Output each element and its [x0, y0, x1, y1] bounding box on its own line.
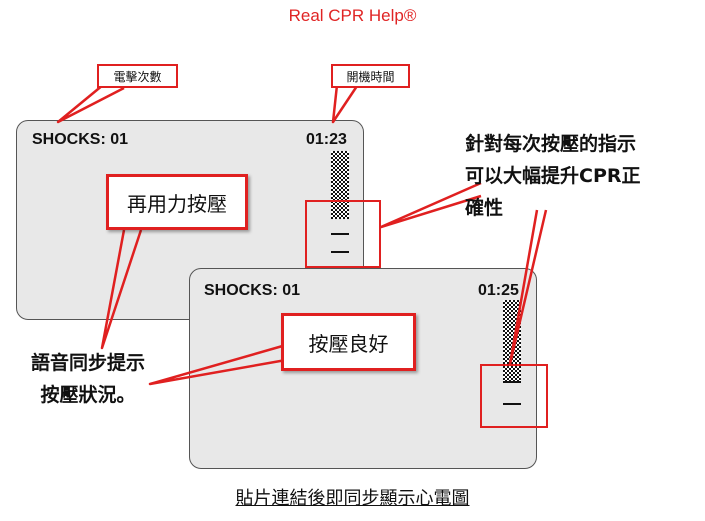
depth-marker-highlight-1	[305, 200, 381, 268]
brand-title: Real CPR Help®	[288, 6, 417, 25]
shock-label-pointer	[56, 84, 125, 124]
compression-depth-bar-1	[331, 151, 349, 219]
depth-marker-2a	[503, 381, 521, 383]
right-annotation: 針對每次按壓的指示 可以大幅提升CPR正 確性	[465, 128, 641, 224]
right-annotation-line-1: 針對每次按壓的指示	[465, 133, 637, 155]
time-label-pointer	[331, 84, 359, 124]
right-annotation-line-2: 可以大幅提升CPR正	[465, 165, 641, 187]
shock-counter-2: SHOCKS: 01	[204, 282, 301, 299]
left-annotation-line-1: 語音同步提示	[30, 352, 145, 374]
depth-marker-2b	[503, 403, 521, 405]
power-on-time-label: 開機時間	[331, 64, 410, 88]
prompt-message-2: 按壓良好	[281, 313, 416, 371]
elapsed-time-1: 01:23	[306, 131, 347, 148]
shock-count-label: 電擊次數	[97, 64, 178, 88]
elapsed-time-2: 01:25	[478, 282, 519, 299]
left-annotation-line-2: 按壓狀況。	[40, 384, 136, 406]
depth-marker-1b	[331, 251, 349, 253]
depth-marker-highlight-2	[480, 364, 548, 428]
depth-marker-1a	[331, 233, 349, 235]
right-annotation-line-3: 確性	[465, 197, 504, 219]
prompt-message-1: 再用力按壓	[106, 174, 248, 230]
shock-counter-1: SHOCKS: 01	[32, 131, 129, 148]
figure-caption: 貼片連結後即同步顯示心電圖	[235, 488, 470, 509]
left-annotation: 語音同步提示 按壓狀況。	[8, 347, 168, 411]
